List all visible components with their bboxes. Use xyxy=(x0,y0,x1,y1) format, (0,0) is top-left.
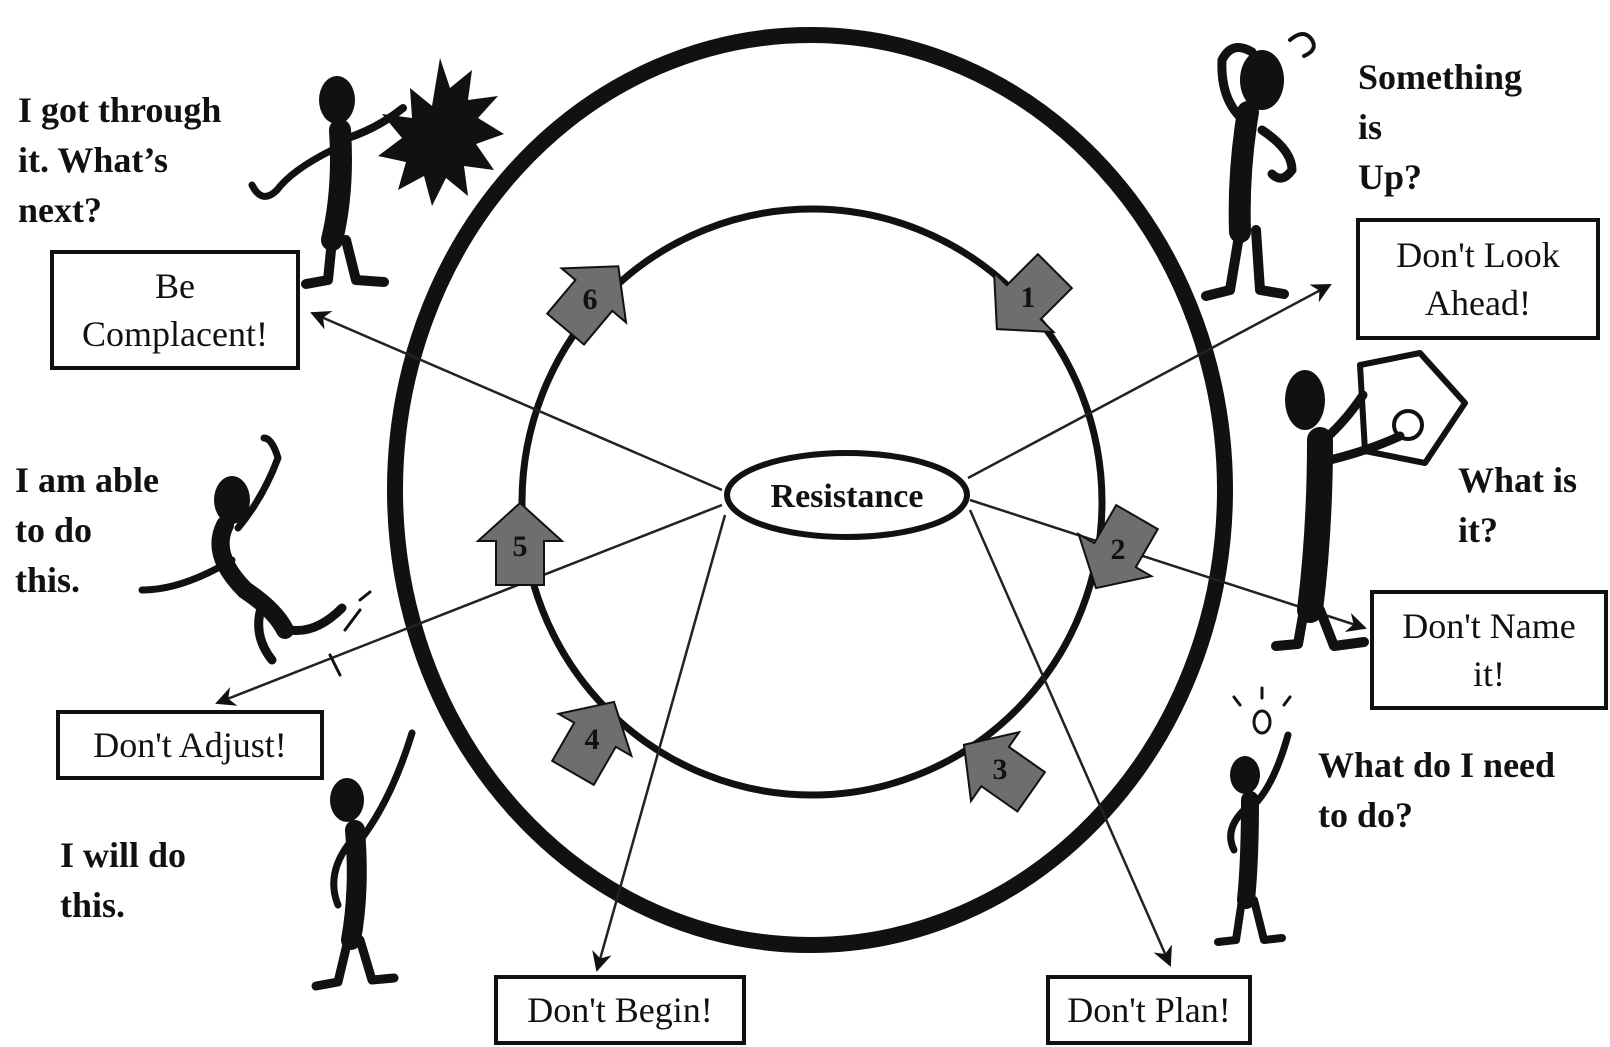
step-label-1: 1 xyxy=(1021,281,1036,314)
outer-ring xyxy=(387,27,1233,953)
quote-line: Up? xyxy=(1358,157,1423,197)
connector-adjust xyxy=(215,503,723,706)
step-label-6: 6 xyxy=(583,283,598,316)
quote-i-am-able: I am able to do this. xyxy=(15,455,159,605)
step-label-5: 5 xyxy=(513,530,528,563)
step-arrow-5: 5 xyxy=(475,501,565,586)
figure-lightbulb xyxy=(1214,686,1292,946)
box-line: Don't Begin! xyxy=(527,990,713,1030)
quote-line: next? xyxy=(18,190,102,230)
step-arrow-6: 6 xyxy=(545,265,628,346)
quote-line: I will do xyxy=(60,835,187,875)
box-line: Be xyxy=(155,266,195,306)
quote-line: this. xyxy=(60,885,126,925)
figure-pointing xyxy=(311,729,416,991)
connector-complacent xyxy=(310,310,723,492)
box-line: Ahead! xyxy=(1425,283,1531,323)
quote-line: is xyxy=(1358,107,1383,147)
connector-look-ahead xyxy=(967,283,1332,480)
step-label-2: 2 xyxy=(1111,533,1126,566)
box-dont-name-it: Don't Name it! xyxy=(1370,590,1608,710)
step-arrow-2: 2 xyxy=(1076,503,1160,590)
inner-cycle-ring xyxy=(518,205,1106,799)
quote-line: this. xyxy=(15,560,81,600)
quote-something-is-up: Something is Up? xyxy=(1358,52,1522,202)
connector-plan xyxy=(968,509,1172,967)
step-arrows: 1 2 3 4 5 6 xyxy=(475,252,1160,813)
box-line: Don't Plan! xyxy=(1067,990,1231,1030)
quote-line: I got through xyxy=(18,90,222,130)
figures xyxy=(138,32,1468,991)
resistance-ellipse xyxy=(724,450,970,540)
figure-holding-sign xyxy=(1271,350,1468,651)
box-line: Complacent! xyxy=(82,314,268,354)
box-be-complacent: Be Complacent! xyxy=(50,250,300,370)
step-arrow-3: 3 xyxy=(962,730,1047,813)
quote-i-will-do-this: I will do this. xyxy=(60,830,186,930)
connector-begin xyxy=(592,514,727,972)
step-arrow-1: 1 xyxy=(992,252,1074,334)
quote-line: to do xyxy=(15,510,93,550)
resistance-label: Resistance xyxy=(771,478,924,515)
connector-lines xyxy=(215,283,1367,972)
quote-got-through: I got through it. What’s next? xyxy=(18,85,221,235)
figure-scratching-head xyxy=(1201,32,1316,301)
box-line: Don't Name xyxy=(1402,606,1576,646)
quote-what-is-it: What is it? xyxy=(1458,455,1577,555)
box-line: Don't Look xyxy=(1396,235,1560,275)
step-label-3: 3 xyxy=(993,753,1008,786)
box-dont-plan: Don't Plan! xyxy=(1046,975,1252,1045)
quote-what-do-i-need: What do I need to do? xyxy=(1318,740,1555,840)
box-dont-look-ahead: Don't Look Ahead! xyxy=(1356,218,1600,340)
quote-line: Something xyxy=(1358,57,1523,97)
box-line: it! xyxy=(1473,654,1505,694)
step-arrow-4: 4 xyxy=(550,700,634,787)
quote-line: to do? xyxy=(1318,795,1414,835)
quote-line: it? xyxy=(1458,510,1498,550)
step-label-4: 4 xyxy=(585,723,600,756)
quote-line: What do I need xyxy=(1318,745,1556,785)
quote-line: I am able xyxy=(15,460,159,500)
box-dont-adjust: Don't Adjust! xyxy=(56,710,324,780)
quote-line: it. What’s xyxy=(18,140,169,180)
figure-running xyxy=(138,434,372,677)
quote-line: What is xyxy=(1458,460,1578,500)
figure-pushing xyxy=(248,58,504,289)
box-line: Don't Adjust! xyxy=(93,725,287,765)
box-dont-begin: Don't Begin! xyxy=(494,975,746,1045)
